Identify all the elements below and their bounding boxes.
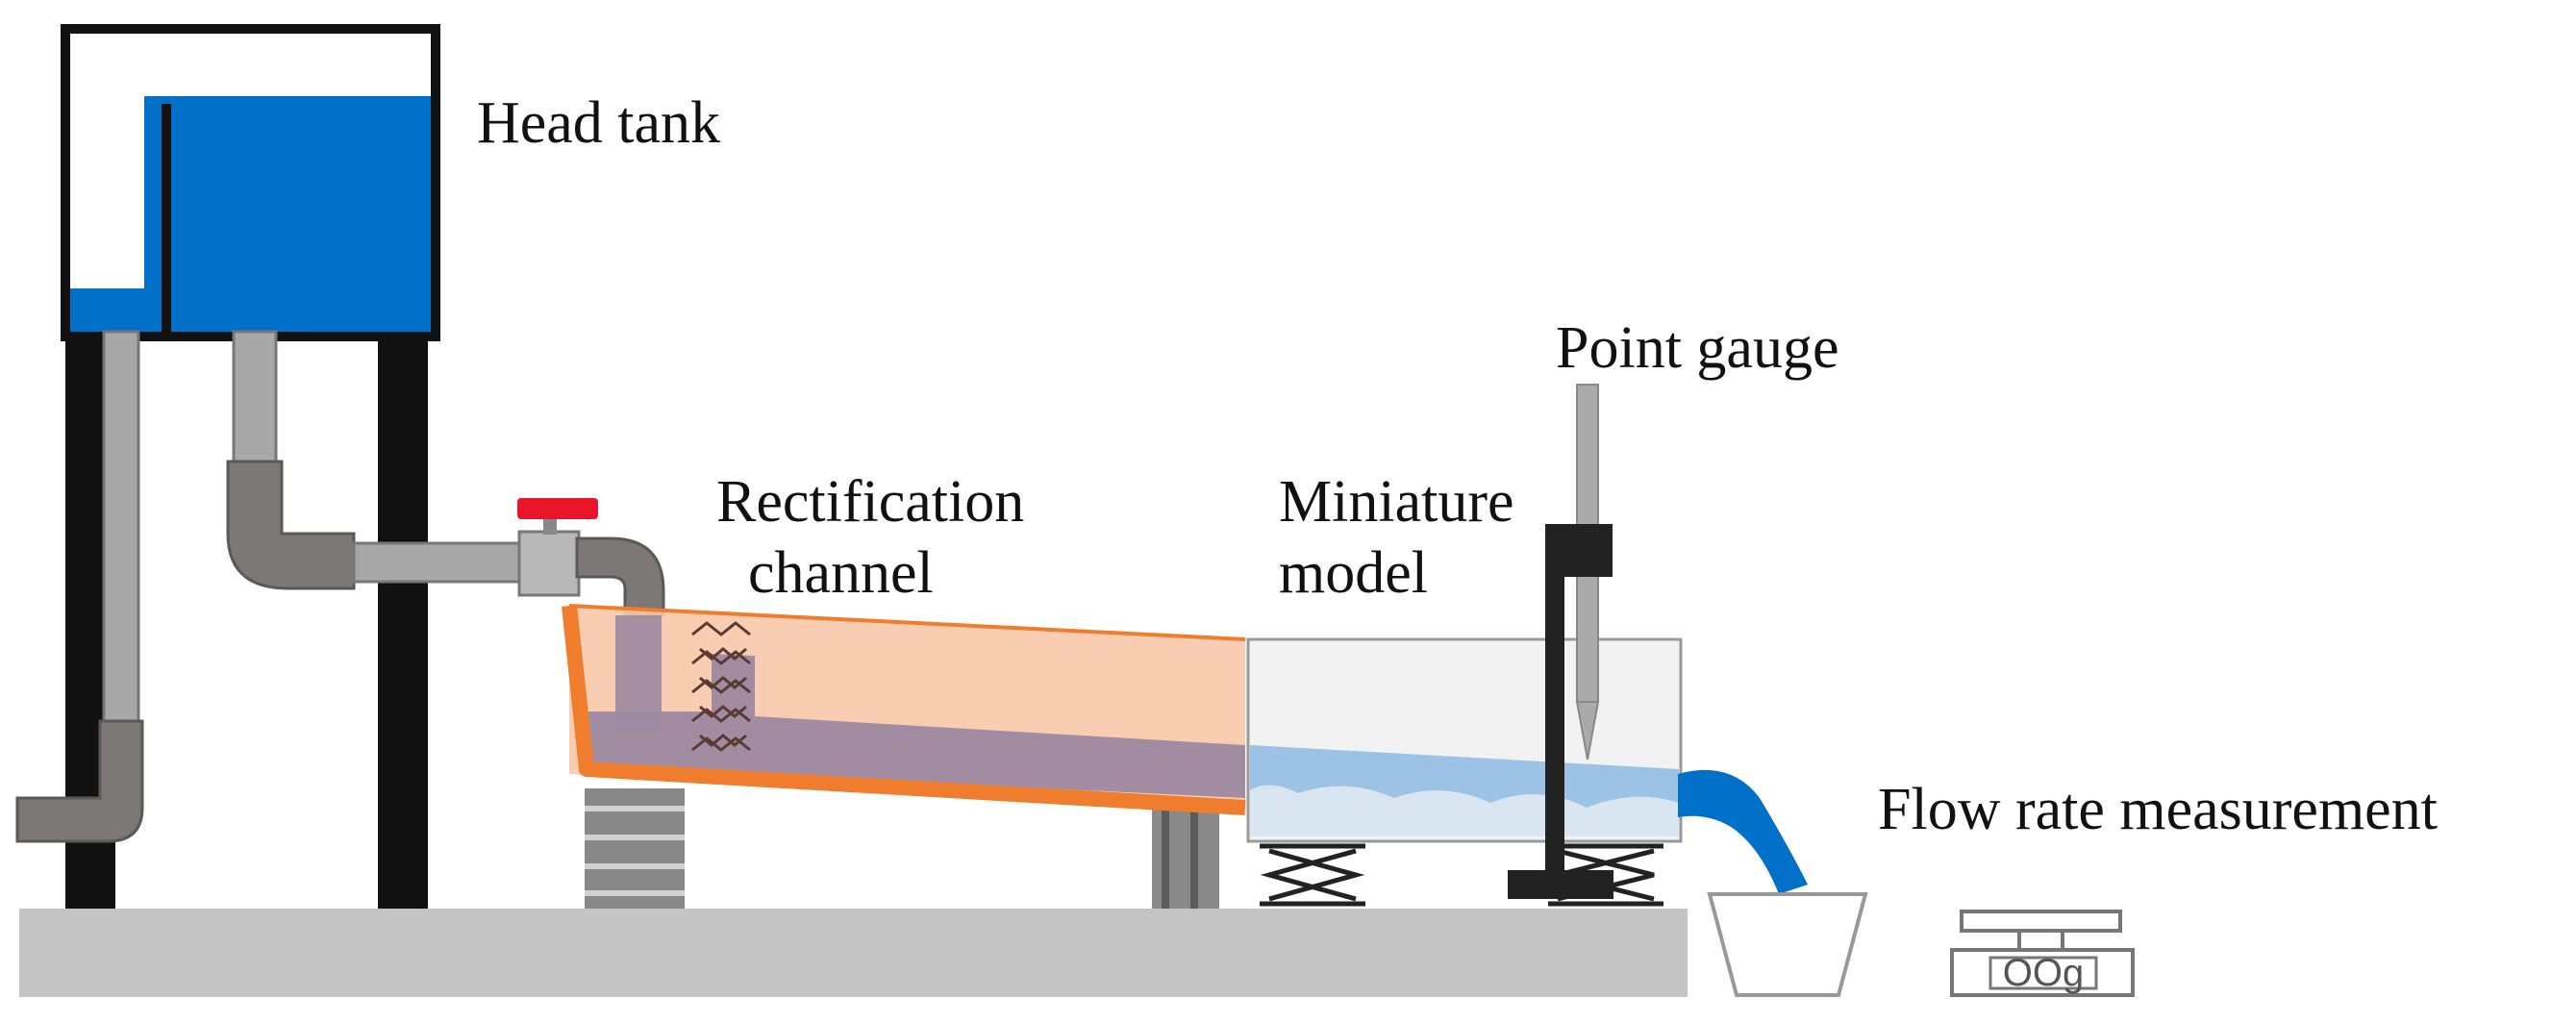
- tank-stand-leg-right: [378, 337, 428, 909]
- scale-display: [1988, 956, 2098, 990]
- point-gauge: [1508, 384, 1613, 899]
- label-rectification-line2: channel: [748, 540, 934, 606]
- weighing-scale-icon: OOg: [1950, 910, 2135, 997]
- scale-display-text: OOg: [2003, 952, 2084, 994]
- supply-pipe: [226, 330, 524, 590]
- valve-handle-icon: [517, 498, 598, 519]
- valve: [517, 498, 665, 617]
- label-flow-rate-measurement: Flow rate measurement: [1878, 777, 2438, 842]
- collection-bucket: [1707, 892, 1868, 997]
- label-point-gauge: Point gauge: [1556, 315, 1839, 381]
- rectification-channel: [562, 604, 1246, 815]
- channel-support-post: [1152, 810, 1219, 909]
- label-miniature-line1: Miniature: [1279, 469, 1514, 535]
- label-head-tank: Head tank: [477, 90, 721, 156]
- head-tank: [61, 24, 440, 341]
- model-scissor-jack-left: [1260, 843, 1365, 907]
- channel-support-jack: [585, 788, 685, 909]
- miniature-model: [1246, 637, 1808, 894]
- base-slab: [19, 909, 1688, 997]
- label-miniature-line2: model: [1279, 540, 1428, 606]
- overflow-return-pipe: [15, 330, 144, 843]
- rectifier-mesh: [691, 621, 751, 752]
- outflow-jet: [1678, 769, 1808, 894]
- label-rectification-line1: Rectification: [716, 469, 1025, 535]
- overflow-weir: [162, 104, 171, 332]
